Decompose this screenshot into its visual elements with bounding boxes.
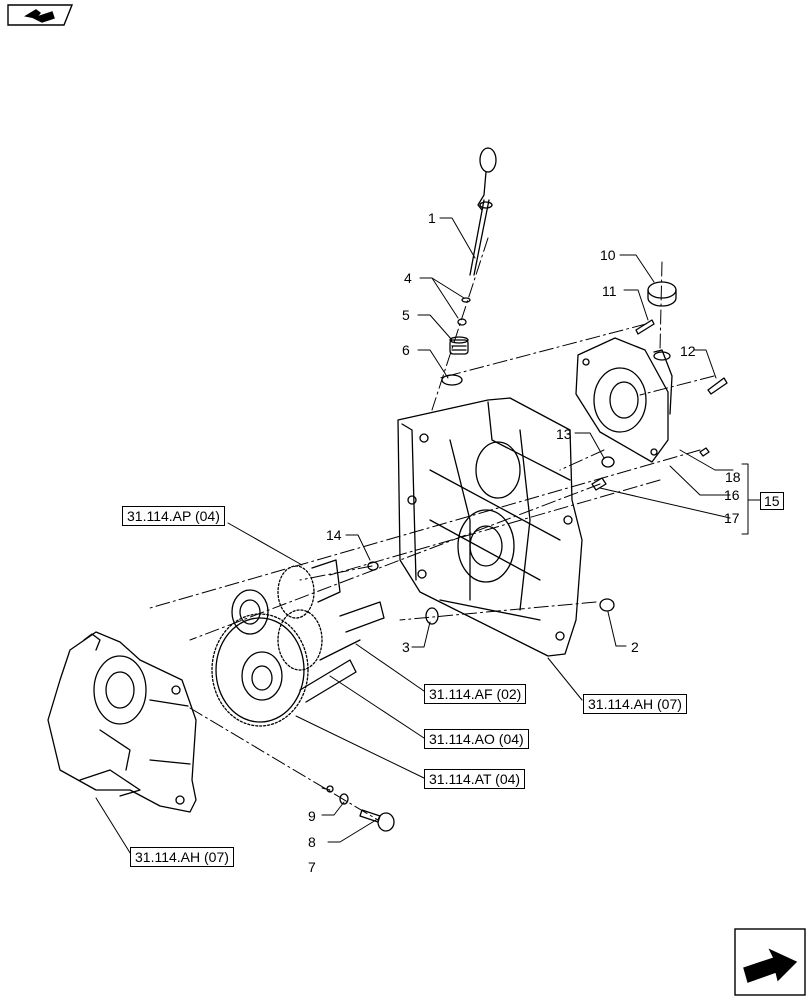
ref-31-114-ah-left[interactable]: 31.114.AH (07): [130, 847, 234, 867]
bolt-7: [359, 809, 395, 832]
o-ring-14: [367, 561, 379, 571]
callout-10: 10: [600, 247, 616, 263]
callout-7: 7: [308, 859, 316, 875]
gear-assembly: [211, 559, 385, 727]
callout-18: 18: [725, 469, 741, 485]
filler-cap: [647, 281, 677, 307]
bolt-12: [707, 377, 728, 395]
o-ring-2: [599, 598, 615, 612]
washer-8: [339, 793, 349, 805]
callout-11: 11: [602, 283, 617, 299]
o-ring-13: [601, 456, 615, 468]
callout-8: 8: [308, 834, 316, 850]
clip-lower: [457, 318, 467, 326]
callout-3: 3: [402, 639, 410, 655]
ref-31-114-ah-right[interactable]: 31.114.AH (07): [583, 694, 687, 714]
callout-4: 4: [404, 270, 412, 286]
callout-15[interactable]: 15: [760, 492, 784, 510]
clip-upper: [461, 297, 471, 303]
main-housing: [397, 397, 583, 657]
callout-6: 6: [402, 342, 410, 358]
callout-13: 13: [556, 426, 572, 442]
plug-5: [449, 336, 469, 355]
ref-31-114-ap[interactable]: 31.114.AP (04): [122, 506, 225, 526]
callout-9: 9: [308, 808, 316, 824]
pin-18: [699, 447, 710, 457]
o-ring-6: [441, 374, 463, 386]
bolt-11: [635, 319, 655, 335]
book-arrow-icon[interactable]: [6, 4, 74, 26]
ref-31-114-ao[interactable]: 31.114.AO (04): [424, 729, 529, 749]
cover-plate: [575, 337, 673, 463]
leader-lines: [95, 217, 761, 857]
callout-16: 16: [724, 487, 740, 503]
next-page-arrow-icon[interactable]: [734, 928, 806, 998]
callout-5: 5: [402, 307, 410, 323]
ref-31-114-af[interactable]: 31.114.AF (02): [424, 684, 527, 704]
dipstick: [469, 147, 497, 276]
callout-2: 2: [631, 639, 639, 655]
pin-17: [591, 477, 607, 491]
callout-17: 17: [724, 510, 740, 526]
left-housing: [47, 631, 197, 813]
callout-14: 14: [326, 527, 342, 543]
ref-31-114-at[interactable]: 31.114.AT (04): [424, 769, 526, 789]
callout-1: 1: [428, 210, 436, 226]
callout-12: 12: [680, 343, 696, 359]
plug-3: [425, 607, 439, 625]
